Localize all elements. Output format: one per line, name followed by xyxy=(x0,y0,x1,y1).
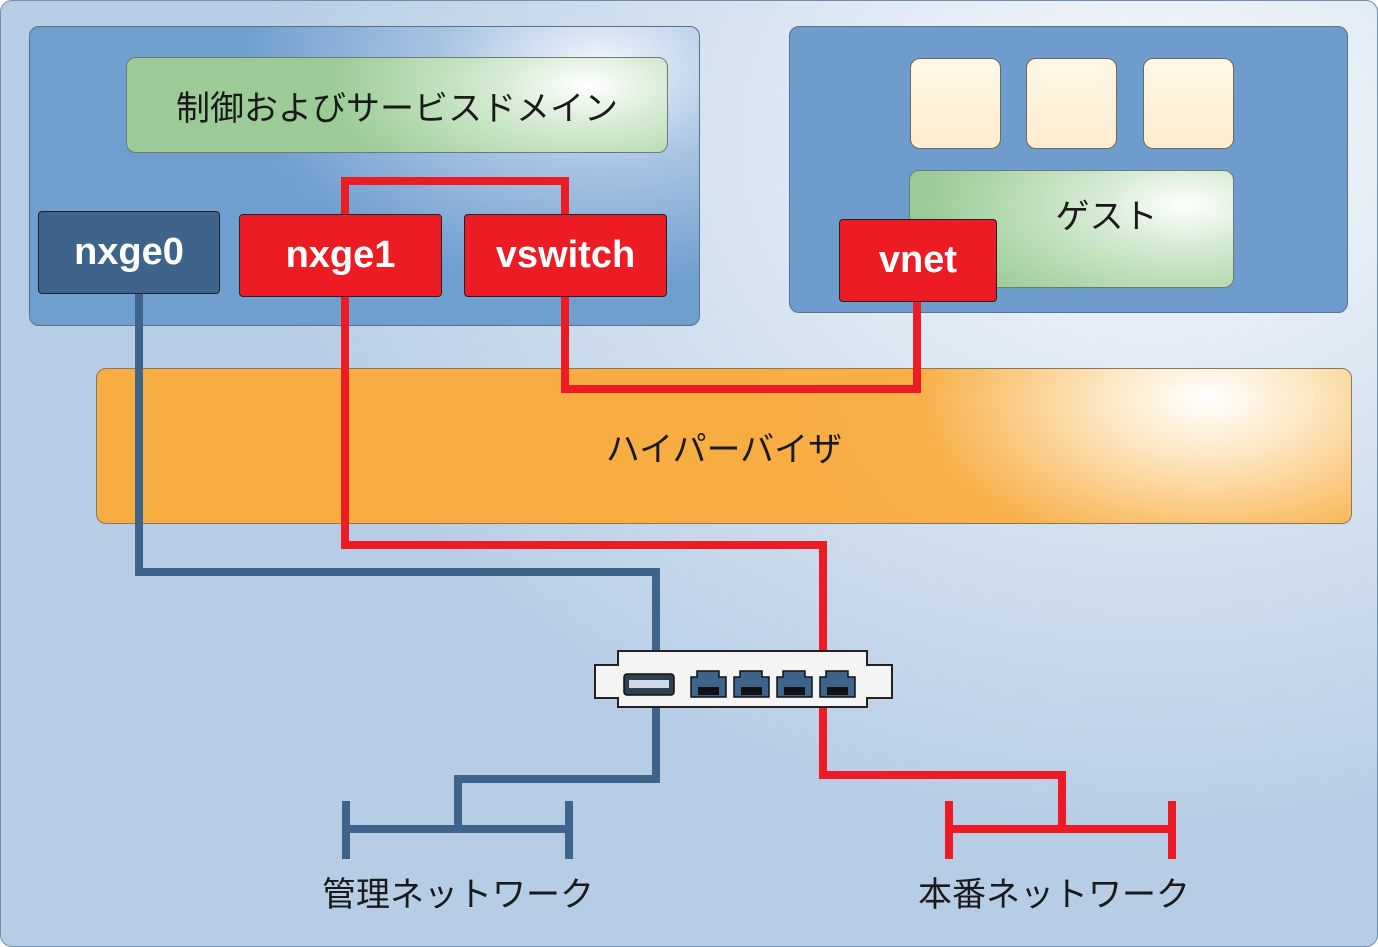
network-card-icon xyxy=(594,650,893,708)
management-network-label: 管理ネットワーク xyxy=(322,875,594,915)
production-link xyxy=(341,297,827,653)
hypervisor-title: ハイパーバイザ xyxy=(605,429,843,470)
nxge1-label: nxge1 xyxy=(285,234,396,276)
control-domain-title: 制御およびサービスドメイン xyxy=(176,88,618,129)
vswitch-device: vswitch xyxy=(464,214,667,297)
guest-app-2 xyxy=(1026,58,1117,149)
control-domain-label: 制御およびサービスドメイン xyxy=(126,57,668,153)
nxge0-label: nxge0 xyxy=(74,231,184,273)
production-network-label: 本番ネットワーク xyxy=(918,875,1190,915)
vswitch-label: vswitch xyxy=(495,234,636,276)
management-link xyxy=(135,293,660,653)
nxge1-vswitch-link xyxy=(341,177,569,215)
hypervisor: ハイパーバイザ xyxy=(96,368,1352,524)
guest-app-1 xyxy=(910,58,1001,149)
production-drop xyxy=(819,706,1066,829)
guest-app-3 xyxy=(1143,58,1234,149)
nxge1-device: nxge1 xyxy=(239,214,442,297)
management-drop xyxy=(454,706,660,829)
vnet-label: vnet xyxy=(878,239,958,281)
guest-title: ゲスト xyxy=(1055,197,1158,237)
vnet-device: vnet xyxy=(839,219,997,302)
nxge0-device: nxge0 xyxy=(38,211,220,294)
vswitch-vnet-link xyxy=(561,297,921,393)
